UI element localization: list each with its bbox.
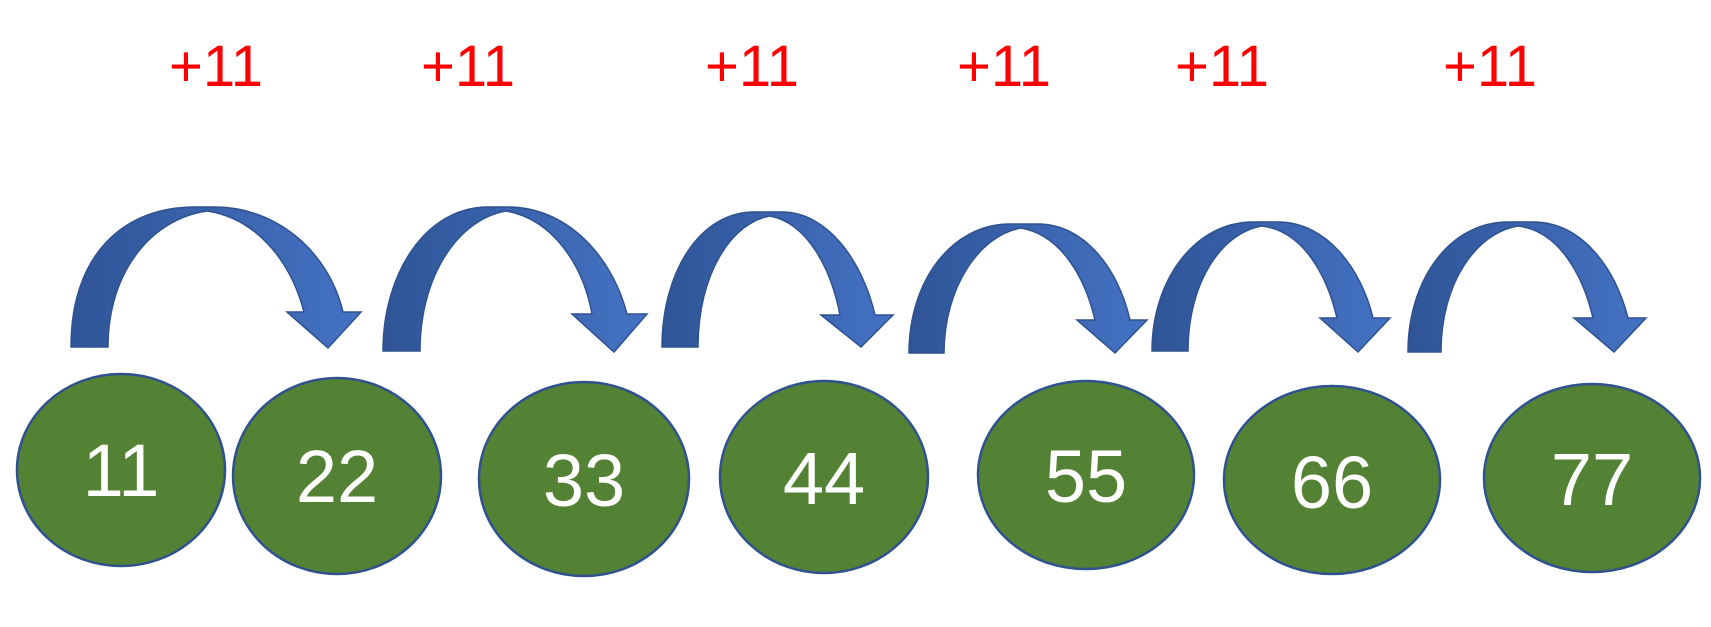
number-node: 44 [718,379,930,575]
step-label: +11 [421,34,515,99]
node-value: 66 [1291,441,1373,524]
curved-arrow [1407,221,1648,354]
arrows [70,206,1648,355]
number-node: 77 [1482,382,1702,574]
node-circle [1482,382,1702,574]
node-value: 77 [1551,438,1633,521]
curved-arrow [70,206,363,350]
number-nodes: 11 22 33 44 55 66 77 [15,372,1702,578]
node-value: 44 [783,437,865,520]
node-circle [15,372,227,568]
node-circle [477,380,691,578]
node-circle [1222,384,1442,576]
node-value: 11 [83,429,160,512]
number-node: 11 [15,372,227,568]
number-node: 66 [1222,384,1442,576]
node-circle [231,376,443,576]
curved-arrow [908,223,1149,355]
step-label: +11 [169,34,263,99]
node-value: 22 [296,435,378,518]
step-label: +11 [1443,34,1537,99]
number-node: 55 [976,379,1196,571]
curved-arrow [1151,221,1392,354]
number-node: 33 [477,380,691,578]
curved-arrow [382,206,649,354]
step-label: +11 [1175,34,1269,99]
number-node: 22 [231,376,443,576]
node-circle [718,379,930,575]
curved-arrow [661,211,895,349]
node-circle [976,379,1196,571]
step-labels: +11 +11 +11 +11 +11 +11 [169,34,1537,99]
step-label: +11 [705,34,799,99]
node-value: 55 [1045,435,1127,518]
step-label: +11 [957,34,1051,99]
node-value: 33 [543,439,625,522]
